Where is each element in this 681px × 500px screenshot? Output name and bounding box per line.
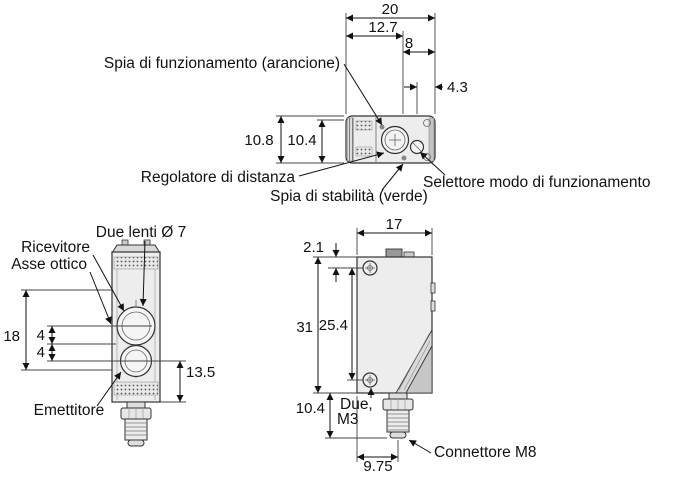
dim-text-4-3: 4.3 bbox=[447, 79, 468, 96]
connector-thread bbox=[124, 418, 148, 441]
leader-mode-selector bbox=[419, 151, 446, 176]
side-view-body bbox=[356, 248, 436, 394]
side-view-leaders bbox=[367, 388, 432, 454]
connector-tip bbox=[127, 439, 145, 447]
leader-distance-adjuster bbox=[298, 151, 385, 177]
leader-stability-indicator bbox=[381, 163, 404, 191]
leader-receiver bbox=[92, 254, 125, 312]
dim-text-12-7: 12.7 bbox=[368, 19, 397, 36]
top-small-bump bbox=[403, 251, 415, 258]
top-view-leaders bbox=[298, 63, 446, 191]
front-view-extension-lines bbox=[21, 289, 186, 403]
stability-led-icon bbox=[401, 155, 407, 161]
connector-neck-side bbox=[388, 392, 408, 400]
dim-text-8: 8 bbox=[405, 35, 413, 52]
dim-text-20: 20 bbox=[382, 1, 399, 18]
side-notch-upper bbox=[430, 282, 436, 294]
left-clamp-hatch bbox=[347, 117, 354, 162]
leader-connector bbox=[408, 439, 432, 454]
top-view: 20 12.7 8 4.3 10.8 10.4 Spia di funziona… bbox=[104, 1, 651, 205]
dim-text-2-1: 2.1 bbox=[303, 239, 324, 256]
label-m3-line1: Due, bbox=[340, 396, 373, 413]
led-window-bottom bbox=[355, 146, 373, 157]
connector-neck bbox=[126, 401, 146, 409]
label-distance-adjuster: Regolatore di distanza bbox=[141, 169, 296, 186]
leader-two-lenses bbox=[139, 240, 147, 307]
screw-top-icon bbox=[423, 119, 431, 127]
side-view-dimension-lines bbox=[314, 229, 432, 461]
side-notch-lower bbox=[430, 300, 436, 312]
dim-text-10-4: 10.4 bbox=[287, 132, 316, 149]
dim-text-13-5: 13.5 bbox=[186, 364, 215, 381]
top-view-dimension-lines bbox=[277, 14, 443, 163]
front-view: 18 4 4 13.5 Due lenti Ø 7 Ricevitore Ass… bbox=[3, 224, 215, 447]
right-edge-strip bbox=[428, 117, 435, 162]
dim-text-10-8: 10.8 bbox=[244, 132, 273, 149]
label-stability-indicator: Spia di stabilità (verde) bbox=[270, 188, 428, 205]
label-mode-selector: Selettore modo di funzionamento bbox=[423, 174, 650, 191]
front-view-leaders bbox=[89, 240, 147, 407]
label-operation-indicator: Spia di funzionamento (arancione) bbox=[104, 55, 340, 72]
label-receiver: Ricevitore bbox=[21, 239, 90, 256]
label-m3-line2: M3 bbox=[337, 411, 359, 428]
operation-led-icon bbox=[379, 124, 385, 130]
distance-adjuster-inner bbox=[384, 129, 406, 151]
indicator-band-top bbox=[113, 256, 159, 270]
leader-operation-indicator bbox=[343, 63, 383, 126]
leader-optical-axis bbox=[89, 271, 112, 325]
front-view-dimension-lines bbox=[22, 290, 184, 402]
dim-text-17: 17 bbox=[386, 216, 403, 233]
connector-tip-side bbox=[389, 431, 407, 439]
top-indicator-bump bbox=[385, 248, 403, 258]
leader-emitter bbox=[96, 371, 122, 407]
label-connector-m8: Connettore M8 bbox=[434, 444, 537, 461]
label-emitter: Emettitore bbox=[34, 402, 105, 419]
label-optical-axis: Asse ottico bbox=[11, 256, 87, 273]
side-connector bbox=[382, 392, 414, 439]
front-view-body bbox=[111, 239, 161, 403]
dim-text-18: 18 bbox=[3, 328, 20, 345]
dim-text-4-lower: 4 bbox=[37, 344, 45, 361]
dim-text-10-4-side: 10.4 bbox=[296, 400, 325, 417]
indicator-band-bottom bbox=[113, 381, 159, 396]
connector-thread-side bbox=[386, 409, 410, 433]
chamfer-lower-face bbox=[405, 345, 433, 394]
dim-text-9-75: 9.75 bbox=[363, 458, 392, 475]
dim-text-25-4: 25.4 bbox=[319, 317, 348, 334]
label-two-lenses: Due lenti Ø 7 bbox=[96, 224, 186, 241]
selector-slot bbox=[412, 142, 422, 152]
dim-text-31: 31 bbox=[296, 319, 313, 336]
side-view: 17 2.1 31 25.4 10.4 9.75 Due, M3 Connett… bbox=[296, 216, 537, 475]
dim-text-4-upper: 4 bbox=[37, 327, 45, 344]
front-connector bbox=[120, 401, 152, 447]
top-view-body bbox=[345, 115, 436, 164]
led-window-top bbox=[355, 120, 373, 131]
